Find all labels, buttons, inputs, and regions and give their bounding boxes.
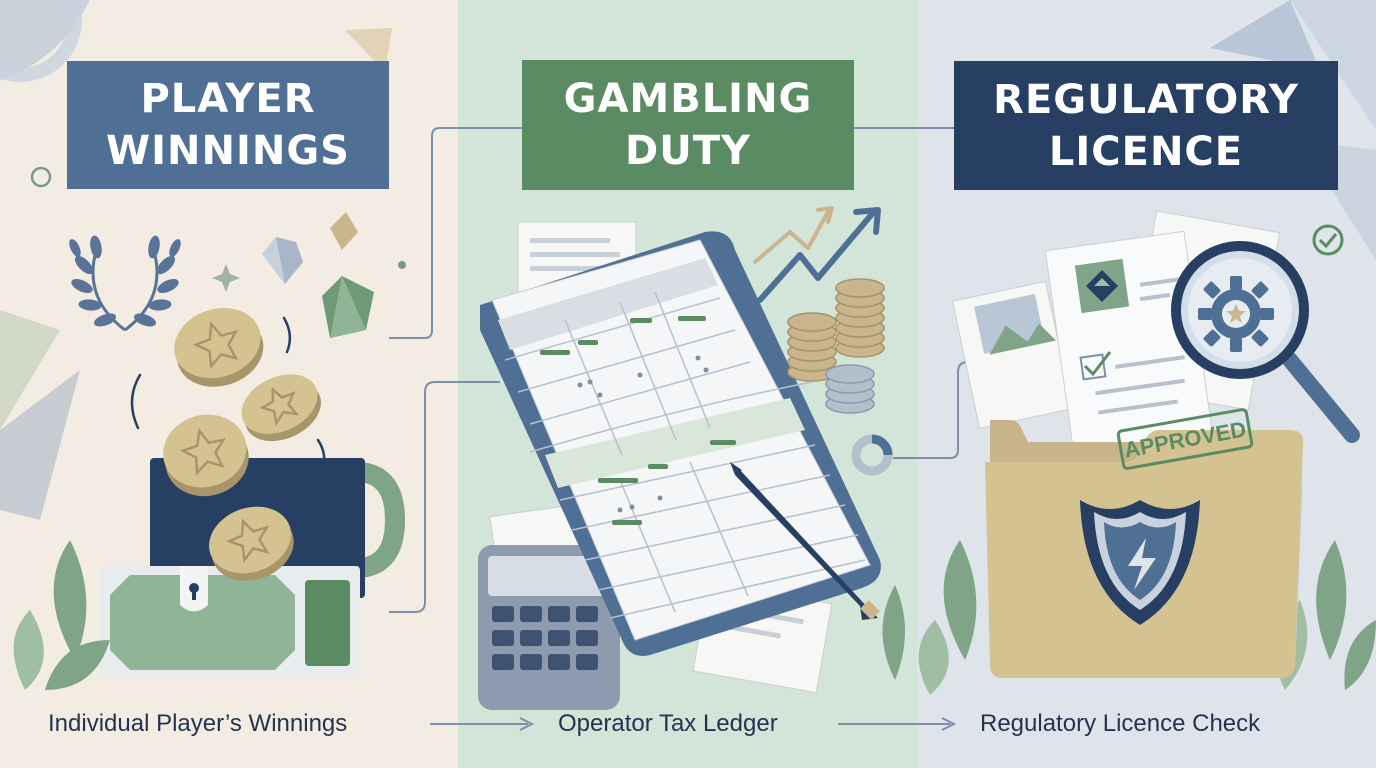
gold-coin-icon — [130, 308, 326, 581]
caption-operator-tax-ledger: Operator Tax Ledger — [558, 710, 778, 737]
title-player-winnings: PLAYER WINNINGS — [67, 61, 389, 189]
calculator-icon — [478, 545, 620, 710]
coin-stack-icon — [787, 278, 885, 414]
title-line-2: WINNINGS — [106, 128, 350, 174]
title-line-2: LICENCE — [1048, 128, 1244, 175]
gem-icon — [262, 212, 374, 338]
trend-arrow-icon — [753, 206, 881, 303]
flow-connectors — [389, 127, 985, 731]
ledger-book-icon — [480, 231, 881, 656]
donut-chart-icon — [851, 434, 893, 476]
caption-player-winnings: Individual Player’s Winnings — [48, 710, 348, 737]
pen-icon — [730, 462, 880, 620]
laurel-wreath-icon — [69, 235, 181, 332]
title-line-1: PLAYER — [140, 76, 316, 122]
title-line-1: REGULATORY — [993, 76, 1299, 123]
magnifier-gear-icon — [1171, 241, 1360, 443]
title-gambling-duty: GAMBLING DUTY — [522, 60, 854, 190]
title-line-1: GAMBLING — [563, 76, 813, 122]
caption-regulatory-licence-check: Regulatory Licence Check — [980, 710, 1261, 737]
checkmark-icon — [1312, 224, 1344, 256]
title-regulatory-licence: REGULATORY LICENCE — [954, 61, 1338, 190]
background-shapes — [0, 0, 1376, 520]
title-line-2: DUTY — [625, 128, 751, 174]
shield-icon — [1080, 500, 1200, 625]
